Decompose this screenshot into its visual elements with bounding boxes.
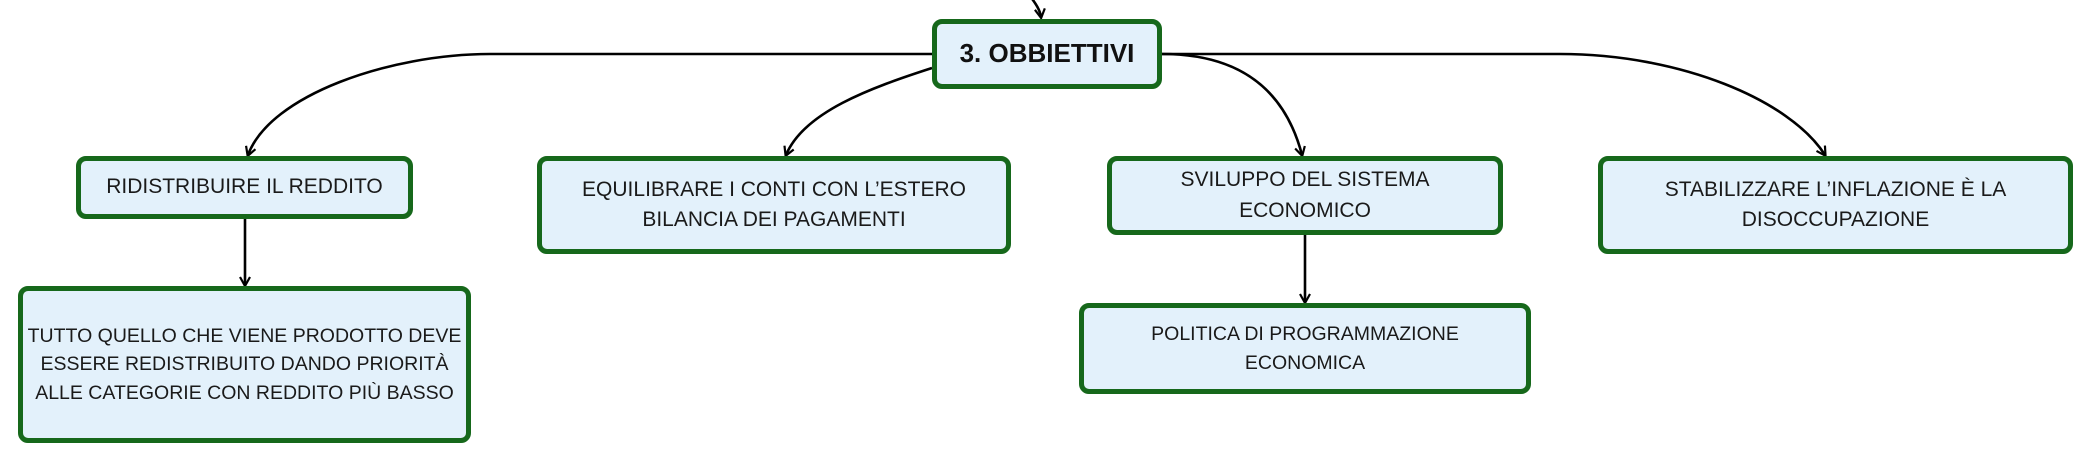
node-stabilizzare-inflazione[interactable]: STABILIZZARE L’INFLAZIONE È LA DISOCCUPA… — [1598, 156, 2073, 254]
connector-root-redistribuire — [248, 52, 932, 155]
node-sviluppo-sistema-label: SVILUPPO DEL SISTEMA ECONOMICO — [1180, 168, 1430, 222]
node-politica-programmazione[interactable]: POLITICA DI PROGRAMMAZIONE ECONOMICA — [1079, 303, 1531, 394]
connector-incoming — [1031, 0, 1041, 17]
node-equilibrare-conti[interactable]: EQUILIBRARE I CONTI CON L’ESTERO BILANCI… — [537, 156, 1011, 254]
node-equilibrare-conti-label: EQUILIBRARE I CONTI CON L’ESTERO BILANCI… — [582, 177, 966, 231]
node-ridistribuire-reddito-label: RIDISTRIBUIRE IL REDDITO — [106, 175, 383, 199]
node-redistribuzione-dettaglio-label: TUTTO QUELLO CHE VIENE PRODOTTO DEVE ESS… — [27, 325, 462, 404]
node-redistribuzione-dettaglio[interactable]: TUTTO QUELLO CHE VIENE PRODOTTO DEVE ESS… — [18, 286, 471, 443]
node-ridistribuire-reddito[interactable]: RIDISTRIBUIRE IL REDDITO — [76, 156, 413, 219]
node-politica-programmazione-label: POLITICA DI PROGRAMMAZIONE ECONOMICA — [1151, 323, 1459, 374]
node-sviluppo-sistema[interactable]: SVILUPPO DEL SISTEMA ECONOMICO — [1107, 156, 1503, 235]
connector-root-stabilizzare — [1162, 52, 1825, 155]
node-obbiettivi-label: 3. OBBIETTIVI — [959, 38, 1135, 69]
node-stabilizzare-inflazione-label: STABILIZZARE L’INFLAZIONE È LA DISOCCUPA… — [1664, 177, 2007, 231]
connector-root-equilibrare — [786, 66, 933, 155]
connector-root-sviluppo — [1161, 52, 1302, 155]
node-obbiettivi[interactable]: 3. OBBIETTIVI — [932, 19, 1162, 89]
